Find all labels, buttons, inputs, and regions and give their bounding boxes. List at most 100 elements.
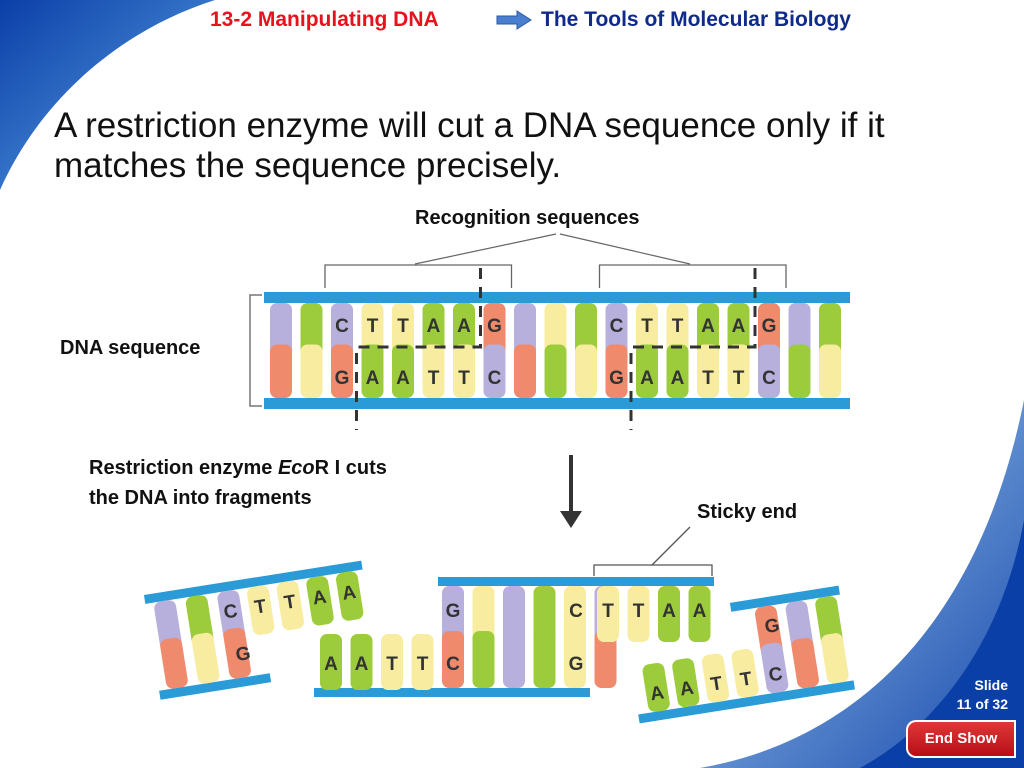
- base-pair-17-bottom: [788, 344, 811, 398]
- base-pair-2-top: [331, 303, 353, 357]
- fragment-right-base-0-letter: A: [649, 682, 666, 705]
- base-pair-14-bottom: [697, 344, 719, 398]
- base-pair-10-top: [575, 303, 597, 357]
- fragment-middle-pair-1-bottom: [472, 631, 495, 688]
- top-base-letter-3: T: [367, 316, 379, 337]
- sticky-end-pointer: [651, 526, 691, 566]
- base-pair-13: [666, 303, 689, 398]
- fragment-right-base-5: [785, 600, 819, 689]
- main-statement: A restriction enzyme will cut a DNA sequ…: [54, 106, 885, 185]
- base-pair-9-bottom: [544, 344, 567, 398]
- fragment-right-base-4-letter: C: [767, 664, 784, 687]
- fragment-left-base-6-letter: A: [341, 582, 358, 605]
- fragment-middle-pair-1-top: [472, 586, 495, 643]
- base-pair-14-top: [697, 303, 719, 357]
- fragment-left-base-0: [154, 600, 188, 689]
- restriction-text-b: R I cuts: [314, 457, 387, 479]
- base-pair-18-bottom: [819, 344, 841, 398]
- fragment-middle-top-half-0: [597, 586, 619, 642]
- base-pair-14: [697, 303, 719, 398]
- base-pair-16-top: [758, 303, 780, 357]
- top-base-letter-7: G: [487, 316, 502, 337]
- fragment-middle-pair-3-bottom: [533, 631, 556, 688]
- restriction-text-line2: the DNA into fragments: [89, 487, 312, 509]
- base-pair-11-bottom: [605, 344, 628, 398]
- top-base-letter-5: A: [427, 316, 441, 337]
- top-base-letter-2: C: [335, 316, 349, 337]
- top-base-letter-4: T: [397, 316, 409, 337]
- base-pair-15: [727, 303, 750, 398]
- fragment-middle-half-2: [381, 634, 403, 690]
- fragment-left-base-4-letter: T: [283, 591, 298, 614]
- bottom-base-letter-7: C: [488, 368, 502, 389]
- base-pair-7-bottom: [483, 344, 506, 398]
- fragment-left-base-2-letter: C: [222, 601, 239, 624]
- base-pair-13-bottom: [666, 344, 689, 398]
- fragment-right-bottom-backbone: [638, 680, 855, 724]
- base-pair-17-top: [788, 303, 811, 357]
- slide-counter: Slide 11 of 32: [957, 676, 1008, 714]
- bottom-base-letter-16: C: [762, 368, 776, 389]
- base-pair-12-top: [636, 303, 658, 357]
- fragment-middle-top-backbone: [438, 577, 714, 586]
- top-base-letter-12: T: [641, 316, 653, 337]
- base-pair-17: [788, 303, 811, 398]
- base-pair-9: [544, 303, 567, 398]
- fragment-right-base-6: [815, 596, 849, 684]
- fragment-middle-pair-2-top: [503, 586, 525, 643]
- fragment-middle-top-letter-2: T: [602, 601, 614, 622]
- fragment-right-base-0: [642, 662, 670, 712]
- fragment-left-base-2: [217, 590, 251, 679]
- fragment-middle-left-letter-0: A: [324, 654, 338, 675]
- bottom-base-letter-13: A: [671, 368, 685, 389]
- fragment-right-base-3: [731, 648, 759, 698]
- fragment-middle-top-letter-0: G: [446, 601, 461, 622]
- recognition-sequences-label: Recognition sequences: [415, 207, 640, 229]
- base-pair-10: [575, 303, 597, 398]
- base-pair-5-top: [422, 303, 445, 357]
- base-pair-3: [361, 303, 384, 398]
- fragment-middle-pair-3-top: [533, 586, 556, 643]
- fragment-middle-pair-4-bottom: [564, 631, 586, 688]
- fragment-middle-top-half-1: [627, 586, 650, 642]
- fragment-middle-pair-2-bottom: [503, 631, 525, 688]
- sticky-end-label: Sticky end: [697, 501, 798, 523]
- fragment-middle-half-0: [320, 634, 342, 690]
- bottom-base-letter-6: T: [458, 368, 470, 389]
- fragment-left-base-0-bottom: [160, 637, 188, 689]
- fragment-middle-pair-4: [564, 586, 586, 688]
- fragment-right-base-2: [701, 653, 730, 703]
- base-pair-4-top: [392, 303, 414, 357]
- base-pair-11-top: [605, 303, 628, 357]
- top-base-letter-16: G: [762, 316, 777, 337]
- dna-sequence-label: DNA sequence: [60, 337, 201, 359]
- dna-bottom-backbone: [264, 398, 850, 409]
- dna-bracket: [249, 294, 262, 407]
- base-pair-5-bottom: [422, 344, 445, 398]
- fragment-left-base-3: [247, 585, 275, 635]
- fragment-right-base-2-letter: T: [709, 673, 724, 696]
- bottom-base-letter-3: A: [366, 368, 380, 389]
- base-pair-15-bottom: [727, 344, 750, 398]
- fragment-left-base-3-letter: T: [253, 596, 268, 619]
- base-pair-12-bottom: [636, 344, 658, 398]
- base-pair-13-top: [666, 303, 689, 357]
- fragment-middle-left-letter-3: T: [417, 654, 429, 675]
- fragment-middle-pair-5-bottom: [594, 631, 617, 688]
- fragment-right-top-letter: G: [763, 615, 781, 638]
- cut-line-1: [629, 268, 757, 430]
- top-base-letter-11: C: [610, 316, 624, 337]
- fragment-middle-pair-3: [533, 586, 556, 688]
- fragment-middle-pair-2: [503, 586, 525, 688]
- fragment-middle-left-letter-4: C: [446, 654, 460, 675]
- base-pair-0: [270, 303, 292, 398]
- end-show-button[interactable]: End Show: [906, 720, 1016, 758]
- fragment-middle-pair-0-top: [442, 586, 464, 643]
- fragment-right-top-backbone: [729, 585, 840, 612]
- base-pair-10-bottom: [575, 344, 597, 398]
- bottom-base-letter-11: G: [609, 368, 624, 389]
- fragment-right-base-6-bottom: [821, 633, 849, 684]
